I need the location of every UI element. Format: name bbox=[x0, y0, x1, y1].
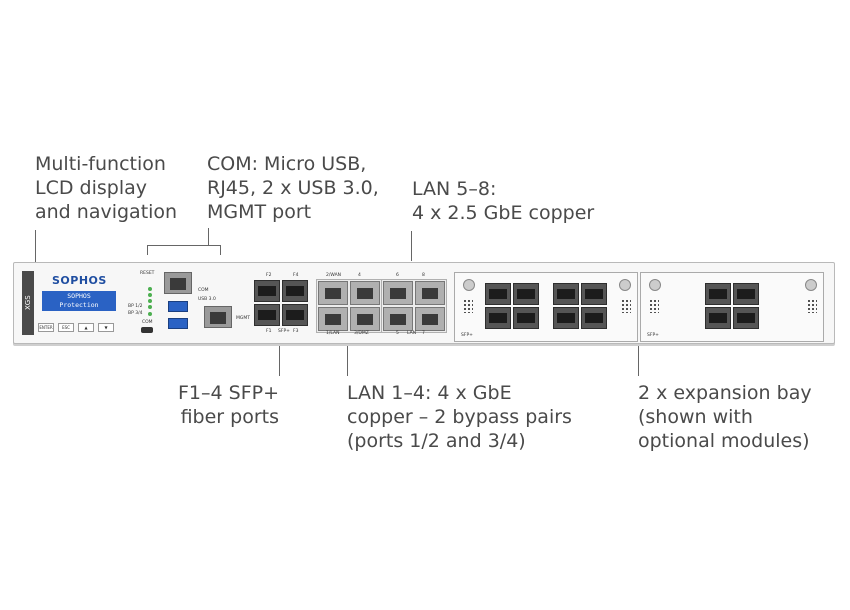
port8-label: 8 bbox=[422, 273, 425, 278]
bay1-sfp-port[interactable] bbox=[553, 307, 579, 329]
mgmt-label: MGMT bbox=[236, 316, 251, 321]
bay2-sfp-port[interactable] bbox=[705, 283, 731, 305]
bay2-tag: SFP+ bbox=[647, 333, 659, 338]
bay2-screw-right bbox=[805, 279, 817, 291]
leader-sfp bbox=[279, 344, 280, 376]
bay1-sfp-port[interactable] bbox=[485, 283, 511, 305]
com-label: COM bbox=[198, 288, 209, 293]
com-rj45-port[interactable] bbox=[164, 272, 192, 294]
leader-lcd bbox=[35, 230, 36, 290]
bay1-vent-left bbox=[463, 299, 473, 313]
expansion-bay-2[interactable]: SFP+ bbox=[640, 272, 824, 342]
bay1-sfp-group-a bbox=[485, 283, 539, 329]
bay2-sfp-port[interactable] bbox=[733, 307, 759, 329]
callout-sfp: F1–4 SFP+ fiber ports bbox=[177, 382, 279, 428]
lan-label: 1/LAN bbox=[326, 331, 340, 336]
port5-label: 5 bbox=[396, 331, 399, 336]
callout-lcd: Multi-function LCD display and navigatio… bbox=[35, 153, 178, 223]
firewall-chassis: XGS SOPHOS SOPHOS Protection ENTER ESC ▲… bbox=[13, 262, 835, 344]
usb-port-1[interactable] bbox=[168, 301, 188, 312]
leader-lan14 bbox=[347, 344, 348, 376]
leader-bay bbox=[638, 344, 639, 376]
lan-port-8[interactable] bbox=[415, 281, 445, 305]
callout-com: COM: Micro USB, RJ45, 2 x USB 3.0, MGMT … bbox=[207, 153, 379, 223]
lan58-tag: LAN bbox=[407, 331, 417, 336]
com-bottom-label: COM bbox=[142, 320, 153, 325]
bay1-sfp-group-b bbox=[553, 283, 607, 329]
f3-label: F3 bbox=[293, 329, 299, 334]
port4-label: 4 bbox=[358, 273, 361, 278]
expansion-bay-1[interactable]: SFP+ bbox=[454, 272, 638, 342]
sfp-tag: SFP+ bbox=[278, 329, 290, 334]
bay1-vent-right bbox=[621, 299, 631, 313]
leader-com-right bbox=[220, 245, 221, 255]
lan-port-2[interactable] bbox=[318, 281, 348, 305]
micro-usb-port[interactable] bbox=[141, 327, 153, 333]
sophos-logo: SOPHOS bbox=[52, 274, 107, 287]
bay2-sfp-group bbox=[705, 283, 759, 329]
bay2-vent-right bbox=[807, 299, 817, 313]
bay1-tag: SFP+ bbox=[461, 333, 473, 338]
bp12-led bbox=[148, 305, 152, 309]
leader-com-bar bbox=[147, 245, 221, 246]
wan-label: 2/WAN bbox=[326, 273, 342, 278]
lan-port-1[interactable] bbox=[318, 307, 348, 331]
enter-button[interactable]: ENTER bbox=[38, 323, 54, 332]
status-led-2 bbox=[148, 293, 152, 297]
bay2-screw-left bbox=[649, 279, 661, 291]
callout-bay: 2 x expansion bay (shown with optional m… bbox=[638, 382, 812, 452]
leader-com-left bbox=[147, 245, 148, 255]
model-tag: XGS bbox=[22, 271, 34, 335]
leader-com-stem bbox=[208, 228, 209, 246]
bay1-sfp-port[interactable] bbox=[485, 307, 511, 329]
bay1-screw-right bbox=[619, 279, 631, 291]
bay1-sfp-port[interactable] bbox=[553, 283, 579, 305]
lan-port-7[interactable] bbox=[415, 307, 445, 331]
bp12-label: BP 1/2 bbox=[128, 304, 143, 309]
reset-label: RESET bbox=[140, 271, 155, 276]
f1-label: F1 bbox=[266, 329, 272, 334]
f4-label: F4 bbox=[293, 273, 299, 278]
lan-port-6[interactable] bbox=[383, 281, 413, 305]
bay2-sfp-port[interactable] bbox=[705, 307, 731, 329]
callout-lan58: LAN 5–8: 4 x 2.5 GbE copper bbox=[412, 178, 595, 224]
bp34-label: BP 3/4 bbox=[128, 311, 143, 316]
status-led-1 bbox=[148, 287, 152, 291]
bay1-screw-left bbox=[463, 279, 475, 291]
lcd-display: SOPHOS Protection bbox=[42, 291, 116, 311]
sfp-port-f1[interactable] bbox=[254, 304, 280, 326]
bay1-sfp-port[interactable] bbox=[581, 307, 607, 329]
usb-label: USB 3.0 bbox=[198, 297, 216, 302]
port7-label: 7 bbox=[422, 331, 425, 336]
dmz-label: 3/DMZ bbox=[354, 331, 369, 336]
sfp-port-f2[interactable] bbox=[254, 280, 280, 302]
bp34-led bbox=[148, 312, 152, 316]
lan-1-4-ports bbox=[318, 281, 380, 331]
status-led-3 bbox=[148, 299, 152, 303]
lcd-line-2: Protection bbox=[59, 301, 99, 309]
callout-lan14: LAN 1–4: 4 x GbE copper – 2 bypass pairs… bbox=[347, 382, 572, 452]
bay1-sfp-port[interactable] bbox=[513, 307, 539, 329]
bay2-sfp-port[interactable] bbox=[733, 283, 759, 305]
esc-button[interactable]: ESC bbox=[58, 323, 74, 332]
sfp-port-f3[interactable] bbox=[282, 304, 308, 326]
usb-port-2[interactable] bbox=[168, 318, 188, 329]
sfp-port-group bbox=[254, 280, 308, 326]
down-button[interactable]: ▼ bbox=[98, 323, 114, 332]
lan-port-4[interactable] bbox=[350, 281, 380, 305]
mgmt-port[interactable] bbox=[204, 306, 232, 328]
lcd-line-1: SOPHOS bbox=[67, 292, 91, 300]
lan-port-5[interactable] bbox=[383, 307, 413, 331]
lan-port-3[interactable] bbox=[350, 307, 380, 331]
leader-lan58 bbox=[411, 231, 412, 261]
sfp-port-f4[interactable] bbox=[282, 280, 308, 302]
lan-5-8-ports bbox=[383, 281, 445, 331]
f2-label: F2 bbox=[266, 273, 272, 278]
bay1-sfp-port[interactable] bbox=[513, 283, 539, 305]
up-button[interactable]: ▲ bbox=[78, 323, 94, 332]
bay1-sfp-port[interactable] bbox=[581, 283, 607, 305]
port6-label: 6 bbox=[396, 273, 399, 278]
bay2-vent-left bbox=[649, 299, 659, 313]
